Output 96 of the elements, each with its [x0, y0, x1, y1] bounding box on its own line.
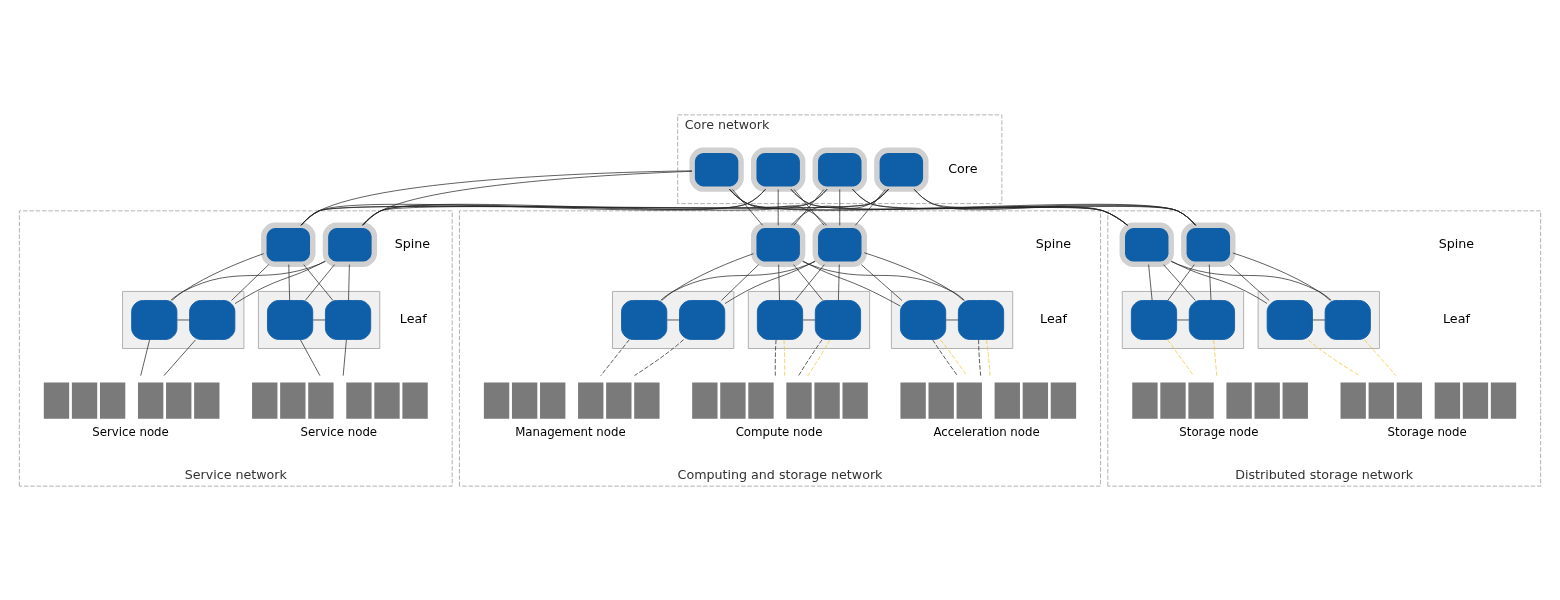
node-switch — [900, 299, 947, 340]
node-switch — [679, 299, 726, 340]
connector — [348, 263, 350, 301]
connector — [661, 252, 754, 301]
node-switch — [1188, 299, 1236, 340]
node-router — [322, 222, 378, 267]
node-switch — [756, 299, 804, 340]
connector — [798, 338, 823, 376]
connector — [777, 188, 779, 226]
node-switch — [957, 299, 1005, 340]
node-switch — [1324, 299, 1371, 340]
connector — [1307, 338, 1360, 376]
connector — [860, 263, 903, 301]
connector — [1171, 260, 1268, 304]
connector — [1364, 338, 1397, 376]
node-label: Storage node — [1179, 424, 1259, 439]
node-switch — [1130, 299, 1178, 340]
connector — [863, 251, 964, 301]
cluster — [890, 290, 1014, 349]
node-router — [689, 146, 744, 192]
label: Leaf — [399, 310, 427, 326]
node-label: Management node — [515, 424, 626, 439]
connector — [170, 260, 326, 301]
connector — [1232, 252, 1331, 301]
connector — [362, 170, 693, 226]
node-router — [874, 146, 929, 192]
connector — [231, 263, 270, 301]
connector — [802, 260, 965, 301]
connector — [721, 263, 759, 301]
cluster — [747, 290, 871, 349]
cluster — [122, 290, 245, 349]
node-label: Compute node — [735, 424, 823, 439]
connector — [932, 338, 958, 376]
node-switch — [621, 299, 668, 340]
connector — [774, 338, 777, 376]
connector — [301, 169, 693, 226]
connector — [729, 188, 827, 226]
node-label: Service node — [92, 424, 169, 439]
node-switch — [267, 299, 314, 340]
connector — [300, 338, 321, 376]
connector — [234, 260, 326, 304]
label: Spine — [394, 235, 431, 251]
node-router — [1181, 222, 1236, 267]
connector — [1228, 263, 1270, 301]
connector — [634, 338, 684, 376]
connector — [783, 338, 786, 376]
connector — [778, 263, 780, 301]
connector — [140, 338, 150, 376]
node-router — [1119, 222, 1174, 267]
connector — [600, 338, 630, 376]
connector — [855, 188, 886, 226]
connector — [732, 188, 763, 226]
connector — [342, 338, 347, 376]
cluster — [1257, 290, 1380, 349]
connector — [986, 338, 991, 376]
label: Spine — [1035, 235, 1072, 251]
connector — [163, 338, 196, 376]
cluster — [612, 290, 735, 349]
connector — [1208, 263, 1212, 301]
connector — [807, 338, 831, 376]
connector — [1167, 338, 1194, 376]
connector — [1170, 260, 1332, 301]
node-router — [812, 222, 867, 267]
label: Spine — [1438, 235, 1475, 251]
node-router — [261, 222, 316, 267]
cluster — [1121, 290, 1245, 349]
connector — [838, 263, 840, 301]
node-label: Storage node — [1387, 424, 1467, 439]
connector — [978, 338, 982, 376]
node-router — [812, 146, 867, 192]
label: Core — [948, 160, 978, 176]
connector — [724, 260, 816, 304]
connector — [660, 260, 816, 301]
label: Leaf — [1443, 310, 1470, 326]
node-switch — [131, 299, 178, 340]
node-switch — [324, 299, 372, 340]
node-router — [751, 146, 806, 192]
connector — [791, 188, 889, 226]
connector — [852, 188, 1128, 226]
node-label: Acceleration node — [933, 424, 1040, 439]
connector — [1148, 263, 1153, 301]
connector — [288, 263, 290, 301]
node-label: Service node — [300, 424, 378, 439]
connector — [793, 188, 825, 226]
connector — [839, 188, 841, 226]
label: Leaf — [1040, 310, 1067, 326]
node-switch — [814, 299, 862, 340]
node-switch — [189, 299, 236, 340]
connector — [940, 338, 968, 376]
connector — [1213, 338, 1218, 376]
connector — [802, 260, 901, 306]
node-switch — [1266, 299, 1313, 340]
node-router — [751, 222, 806, 267]
cluster — [257, 290, 381, 349]
connector — [790, 188, 1128, 226]
connector — [171, 252, 265, 301]
